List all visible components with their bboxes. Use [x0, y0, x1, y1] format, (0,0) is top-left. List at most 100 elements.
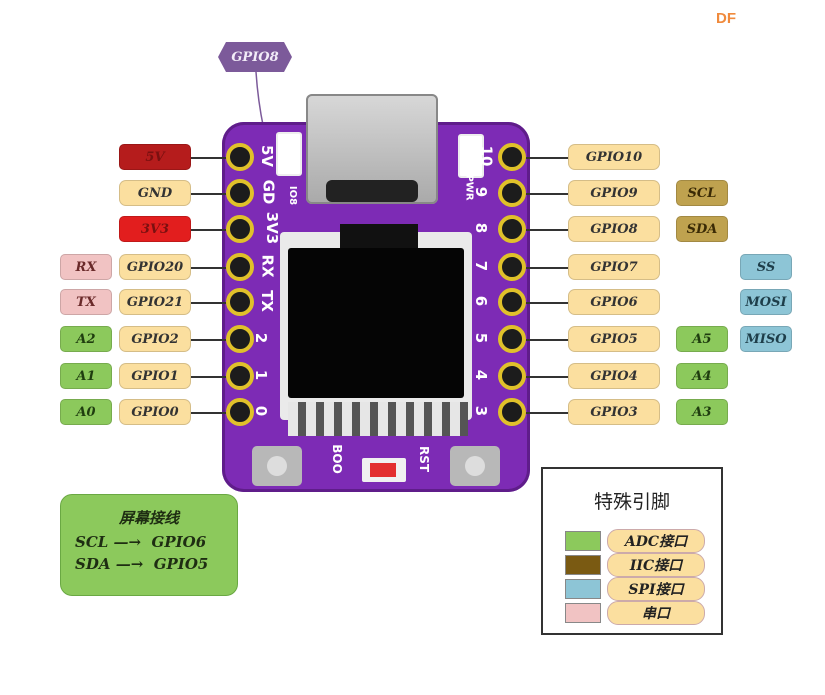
- legend-swatch-1: [565, 555, 601, 575]
- right-pad-3: [498, 253, 526, 281]
- left-pad-3: [226, 253, 254, 281]
- right-pin-label-1: GPIO9: [568, 180, 660, 206]
- usb-c-port: [326, 180, 418, 202]
- left-extra-6: A1: [60, 363, 112, 389]
- right-silk-3: 7: [472, 260, 491, 272]
- left-silk-0: 5V: [258, 144, 277, 168]
- left-pad-1: [226, 179, 254, 207]
- left-pad-4: [226, 288, 254, 316]
- rst-button[interactable]: [450, 446, 500, 486]
- brand-logo: DF: [716, 10, 736, 27]
- right-extra2-3: SS: [740, 254, 792, 280]
- flex-cable: [340, 224, 418, 248]
- left-wire-3: [191, 267, 226, 269]
- right-wire-4: [526, 302, 568, 304]
- right-pin-label-2: GPIO8: [568, 216, 660, 242]
- left-extra-7: A0: [60, 399, 112, 425]
- right-pad-5: [498, 325, 526, 353]
- left-pad-6: [226, 362, 254, 390]
- rst-silk-label: RST: [417, 445, 432, 473]
- left-silk-2: 3V3: [263, 211, 282, 245]
- left-pin-label-1: GND: [119, 180, 191, 206]
- right-pin-label-5: GPIO5: [568, 326, 660, 352]
- screen-note: 屏幕接线 SCL —→ GPIO6 SDA —→ GPIO5: [60, 494, 238, 596]
- gpio8-callout-label: GPIO8: [231, 49, 279, 65]
- left-wire-6: [191, 376, 226, 378]
- right-pad-0: [498, 143, 526, 171]
- right-silk-6: 4: [472, 369, 491, 381]
- left-extra-4: TX: [60, 289, 112, 315]
- right-pin-label-0: GPIO10: [568, 144, 660, 170]
- right-extra2-5: MISO: [740, 326, 792, 352]
- right-pin-label-6: GPIO4: [568, 363, 660, 389]
- left-silk-7: 0: [252, 405, 271, 417]
- right-extra-1: SCL: [676, 180, 728, 206]
- right-wire-7: [526, 412, 568, 414]
- legend-label-1: IIC接口: [607, 553, 705, 577]
- right-pad-4: [498, 288, 526, 316]
- right-wire-2: [526, 229, 568, 231]
- left-wire-5: [191, 339, 226, 341]
- right-pad-6: [498, 362, 526, 390]
- right-wire-0: [526, 157, 568, 159]
- io8-label: IO8: [287, 185, 299, 206]
- fpc-connector: [288, 402, 468, 436]
- boot-switch[interactable]: [362, 458, 406, 482]
- legend-swatch-0: [565, 531, 601, 551]
- right-wire-6: [526, 376, 568, 378]
- legend-label-3: 串口: [607, 601, 705, 625]
- right-pin-label-3: GPIO7: [568, 254, 660, 280]
- legend-swatch-3: [565, 603, 601, 623]
- right-silk-1: 9: [472, 186, 491, 198]
- legend-title: 特殊引脚: [593, 491, 670, 513]
- right-wire-3: [526, 267, 568, 269]
- left-pin-label-2: 3V3: [119, 216, 191, 242]
- right-silk-4: 6: [472, 295, 491, 307]
- left-pin-label-3: GPIO20: [119, 254, 191, 280]
- boot-silk-label: BOO: [329, 444, 344, 474]
- left-extra-5: A2: [60, 326, 112, 352]
- right-silk-2: 8: [472, 222, 491, 234]
- right-wire-1: [526, 193, 568, 195]
- oled-display: [288, 248, 464, 398]
- left-silk-6: 1: [252, 369, 271, 381]
- left-pad-0: [226, 143, 254, 171]
- left-pin-label-5: GPIO2: [119, 326, 191, 352]
- gpio8-callout: GPIO8: [218, 42, 292, 72]
- left-wire-0: [191, 157, 226, 159]
- left-wire-4: [191, 302, 226, 304]
- left-wire-1: [191, 193, 226, 195]
- io8-led: [276, 132, 302, 176]
- boot-button[interactable]: [252, 446, 302, 486]
- left-silk-3: RX: [258, 254, 277, 278]
- screen-note-line1: SCL —→ GPIO6: [75, 533, 207, 551]
- right-wire-5: [526, 339, 568, 341]
- left-pin-label-7: GPIO0: [119, 399, 191, 425]
- legend-swatch-2: [565, 579, 601, 599]
- left-pin-label-4: GPIO21: [119, 289, 191, 315]
- right-silk-5: 5: [472, 332, 491, 344]
- left-pad-5: [226, 325, 254, 353]
- left-wire-2: [191, 229, 226, 231]
- left-pad-2: [226, 215, 254, 243]
- screen-note-line2: SDA —→ GPIO5: [75, 555, 209, 573]
- right-silk-0: 10: [477, 145, 496, 167]
- legend-label-2: SPI接口: [607, 577, 705, 601]
- right-pin-label-4: GPIO6: [568, 289, 660, 315]
- right-pad-2: [498, 215, 526, 243]
- left-pin-label-6: GPIO1: [119, 363, 191, 389]
- left-pad-7: [226, 398, 254, 426]
- left-extra-3: RX: [60, 254, 112, 280]
- left-silk-5: 2: [252, 332, 271, 344]
- right-extra-7: A3: [676, 399, 728, 425]
- left-silk-1: GD: [259, 179, 278, 205]
- left-pin-label-0: 5V: [119, 144, 191, 170]
- right-silk-7: 3: [472, 405, 491, 417]
- left-wire-7: [191, 412, 226, 414]
- right-extra-5: A5: [676, 326, 728, 352]
- right-pad-7: [498, 398, 526, 426]
- screen-note-title: 屏幕接线: [118, 509, 179, 527]
- callout-shape: [218, 42, 292, 72]
- right-extra2-4: MOSI: [740, 289, 792, 315]
- right-pin-label-7: GPIO3: [568, 399, 660, 425]
